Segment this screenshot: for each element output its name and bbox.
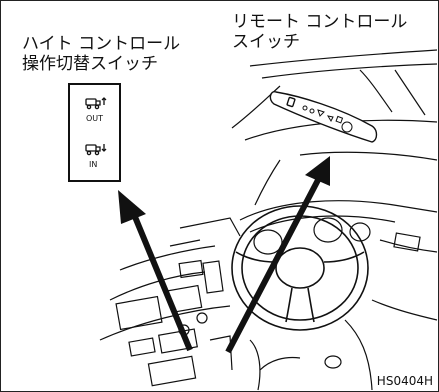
height-control-switch-label: ハイト コントロール 操作切替スイッチ (22, 34, 180, 74)
arrow-to-remote (225, 156, 330, 354)
figure-code: HS0404H (376, 374, 433, 388)
height-control-switch-label-line2: 操作切替スイッチ (22, 54, 158, 74)
remote-control-switch-label-line2: スイッチ (232, 32, 300, 52)
arrow-to-dashboard (118, 190, 193, 352)
height-switch-panel: OUT IN (68, 83, 121, 182)
steering-wheel (231, 205, 369, 331)
remote-control-switch-label: リモート コントロール スイッチ (232, 12, 407, 52)
remote-buttons (302, 105, 353, 133)
dashboard-body (99, 200, 438, 391)
vehicle-height-in-icon (85, 144, 107, 156)
vehicle-height-out-icon (85, 97, 107, 110)
height-control-switch-label-line1: ハイト コントロール (22, 34, 181, 54)
remote-control-switch-label-line1: リモート コントロール (232, 12, 408, 32)
remote-control-unit (269, 91, 378, 143)
out-label: OUT (86, 114, 103, 123)
in-label: IN (89, 160, 97, 169)
